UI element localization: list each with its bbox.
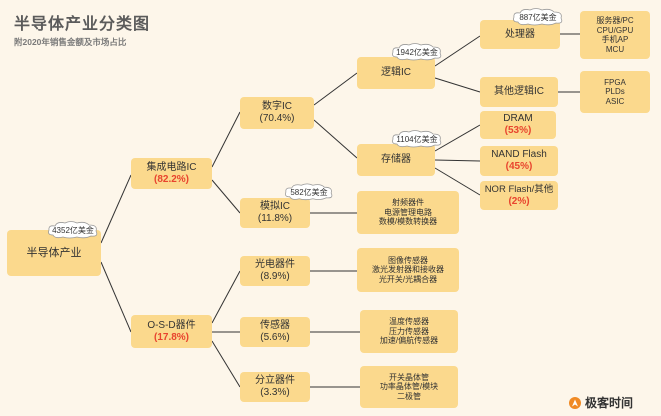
node-opto-items: 图像传感器 激光发射器和接收器 光开关/光耦合器 <box>357 248 459 292</box>
list-item: 射频器件 <box>392 198 424 208</box>
amount-text: 1942亿美金 <box>396 47 438 57</box>
node-label: 分立器件 <box>255 375 295 386</box>
node-label: 集成电路IC <box>146 161 197 173</box>
link-root-osd <box>100 261 132 333</box>
cloud-shape <box>48 221 98 239</box>
node-label: 半导体产业 <box>26 247 82 259</box>
amount-badge-memory: 1104亿美金 <box>390 130 444 148</box>
list-item: FPGA <box>604 77 626 87</box>
cloud-shape <box>392 43 442 61</box>
cloud-shape <box>513 8 563 26</box>
node-label: 存储器 <box>381 154 411 165</box>
node-optoelectronics: 光电器件 (8.9%) <box>240 256 310 286</box>
node-discrete: 分立器件 (3.3%) <box>240 372 310 402</box>
node-other-logic-ic: 其他逻辑IC <box>480 77 558 107</box>
cloud-shape <box>285 183 333 201</box>
amount-badge-analog: 582亿美金 <box>284 183 334 201</box>
link-logic-processor <box>434 35 481 67</box>
list-item: 二极管 <box>397 391 421 401</box>
node-label: 逻辑IC <box>381 67 411 78</box>
node-analog-ic: 模拟IC (11.8%) <box>240 198 310 228</box>
link-ic-digital <box>211 111 241 168</box>
list-item: CPU/GPU <box>596 25 634 35</box>
list-item: ASIC <box>605 96 625 106</box>
node-nor-flash: NOR Flash/其他 (2%) <box>480 181 558 210</box>
list-item: PLDs <box>605 87 625 97</box>
node-digital-ic: 数字IC (70.4%) <box>240 97 314 129</box>
node-share: (17.8%) <box>153 331 189 343</box>
node-discrete-items: 开关晶体管 功率晶体管/模块 二极管 <box>360 366 458 408</box>
list-item: 压力传感器 <box>389 326 429 336</box>
list-item: MCU <box>605 44 625 54</box>
node-label: NOR Flash/其他 <box>484 183 554 195</box>
page-title: 半导体产业分类图 <box>14 16 151 33</box>
node-other-logic-items: FPGA PLDs ASIC <box>580 71 650 113</box>
node-label: 光电器件 <box>255 259 295 270</box>
node-sensor-items: 温度传感器 压力传感器 加速/偏航传感器 <box>360 310 458 353</box>
link-memory-nor <box>434 167 481 196</box>
node-share: (70.4%) <box>259 113 295 124</box>
amount-text: 4352亿美金 <box>52 225 94 235</box>
brand-name: 极客时间 <box>585 396 634 410</box>
amount-badge-processor: 887亿美金 <box>512 8 564 26</box>
node-logic-ic: 逻辑IC <box>357 57 435 89</box>
node-label: 处理器 <box>505 28 535 40</box>
link-digital-logic <box>313 72 358 106</box>
node-share: (8.9%) <box>260 271 290 282</box>
list-item: 手机AP <box>601 35 629 44</box>
list-item: 电源管理电路 <box>384 207 432 217</box>
list-item: 数模/模数转换器 <box>378 217 438 227</box>
list-item: 图像传感器 <box>388 255 428 265</box>
node-share: (82.2%) <box>153 173 189 185</box>
amount-badge-root: 4352亿美金 <box>47 221 99 239</box>
node-share: (53%) <box>504 125 532 136</box>
node-label: 其他逻辑IC <box>494 86 544 97</box>
list-item: 服务器/PC <box>596 16 634 25</box>
brand-logo: 极客时间 <box>568 394 633 411</box>
node-osd: O-S-D器件 (17.8%) <box>131 315 212 348</box>
list-item: 温度传感器 <box>389 317 429 327</box>
link-ic-analog <box>211 179 241 214</box>
list-item: 加速/偏航传感器 <box>379 336 439 346</box>
node-share: (11.8%) <box>257 213 293 224</box>
node-share: (3.3%) <box>260 387 290 398</box>
node-sensors: 传感器 (5.6%) <box>240 317 310 347</box>
link-memory-nand <box>434 159 481 162</box>
node-share: (45%) <box>505 161 533 172</box>
node-label: 模拟IC <box>260 201 290 212</box>
list-item: 激光发射器和接收器 <box>372 265 444 275</box>
node-label: 传感器 <box>260 320 290 331</box>
link-root-ic <box>100 174 132 244</box>
link-memory-dram <box>434 124 481 152</box>
geektime-logo-icon <box>569 396 581 409</box>
page-subtitle: 附2020年销售金额及市场占比 <box>14 37 127 47</box>
node-memory: 存储器 <box>357 144 435 176</box>
node-label: 数字IC <box>262 101 292 112</box>
node-label: NAND Flash <box>491 149 547 160</box>
link-osd-opto <box>211 270 241 324</box>
amount-text: 887亿美金 <box>519 12 557 22</box>
node-analog-items: 射频器件 电源管理电路 数模/模数转换器 <box>357 191 459 234</box>
cloud-shape <box>392 130 442 148</box>
node-share: (2%) <box>508 195 530 207</box>
node-share: (5.6%) <box>260 332 290 343</box>
node-dram: DRAM (53%) <box>480 111 556 139</box>
node-label: O-S-D器件 <box>147 319 196 331</box>
node-nand-flash: NAND Flash (45%) <box>480 146 558 176</box>
node-ic: 集成电路IC (82.2%) <box>131 158 212 189</box>
node-label: DRAM <box>503 113 533 124</box>
node-processor-items: 服务器/PC CPU/GPU 手机AP MCU <box>580 11 650 59</box>
link-logic-other <box>434 77 481 93</box>
list-item: 光开关/光耦合器 <box>378 274 438 284</box>
amount-badge-logic: 1942亿美金 <box>390 43 444 61</box>
list-item: 功率晶体管/模块 <box>379 382 439 392</box>
amount-text: 582亿美金 <box>290 187 328 197</box>
link-digital-memory <box>313 119 358 159</box>
amount-text: 1104亿美金 <box>396 134 438 144</box>
list-item: 开关晶体管 <box>389 372 429 382</box>
link-osd-discrete <box>211 340 241 388</box>
